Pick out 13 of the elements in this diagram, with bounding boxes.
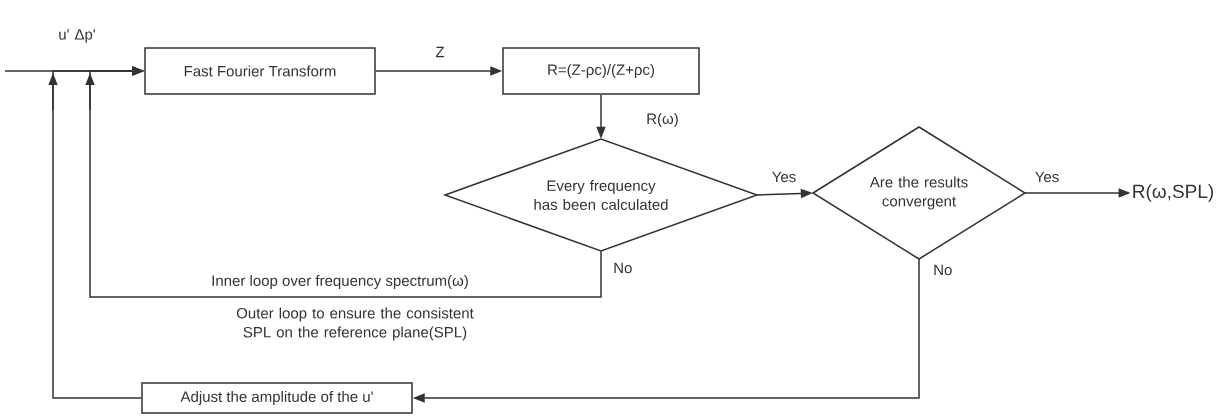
edge-label: Z — [435, 46, 445, 58]
process-box: R=(Z-ρc)/(Z+ρc) — [502, 47, 700, 95]
loop-label: Inner loop over frequency spectrum(ω) — [212, 275, 468, 289]
edge-label: No — [934, 264, 952, 276]
edge-label: R(ω) — [647, 113, 678, 127]
edge-label: No — [614, 262, 632, 274]
process-box: Adjust the amplitude of the u' — [141, 382, 413, 414]
edge-label: Yes — [1035, 171, 1059, 183]
output-label: R(ω,SPL) — [1133, 184, 1213, 202]
edge-label: u' Δp' — [59, 29, 95, 43]
loop-label: Outer loop to ensure the consistent SPL on the reference plane(SPL) — [236, 307, 474, 341]
process-box: Fast Fourier Transform — [144, 47, 376, 95]
edge-label: Yes — [772, 171, 796, 183]
